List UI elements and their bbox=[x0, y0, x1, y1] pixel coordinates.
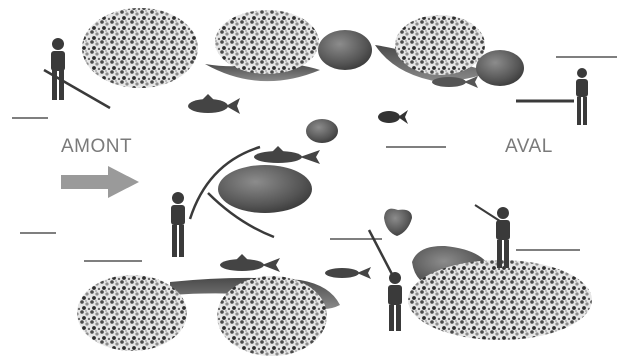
bottom-bank bbox=[77, 246, 592, 356]
vegetation-clump bbox=[77, 275, 187, 351]
fish-icon bbox=[378, 110, 408, 124]
vegetation-clump bbox=[217, 276, 327, 356]
vegetation-clump bbox=[215, 10, 319, 74]
flow-arrow-icon bbox=[61, 166, 139, 198]
vegetation-clump bbox=[82, 8, 198, 88]
angler-figure bbox=[516, 68, 588, 125]
angler-figure bbox=[369, 230, 402, 331]
stream-rocks bbox=[218, 119, 412, 236]
top-bank bbox=[82, 8, 524, 88]
vegetation-clump bbox=[395, 15, 485, 75]
rock bbox=[306, 119, 338, 143]
rock bbox=[384, 209, 412, 236]
fish-icon bbox=[254, 146, 320, 164]
fish-icon bbox=[220, 254, 280, 272]
rock bbox=[218, 165, 312, 213]
rock bbox=[476, 50, 524, 86]
fish-icon bbox=[188, 94, 240, 114]
vegetation-clump bbox=[408, 260, 592, 340]
fish-icon bbox=[325, 267, 371, 279]
rock bbox=[318, 30, 372, 70]
